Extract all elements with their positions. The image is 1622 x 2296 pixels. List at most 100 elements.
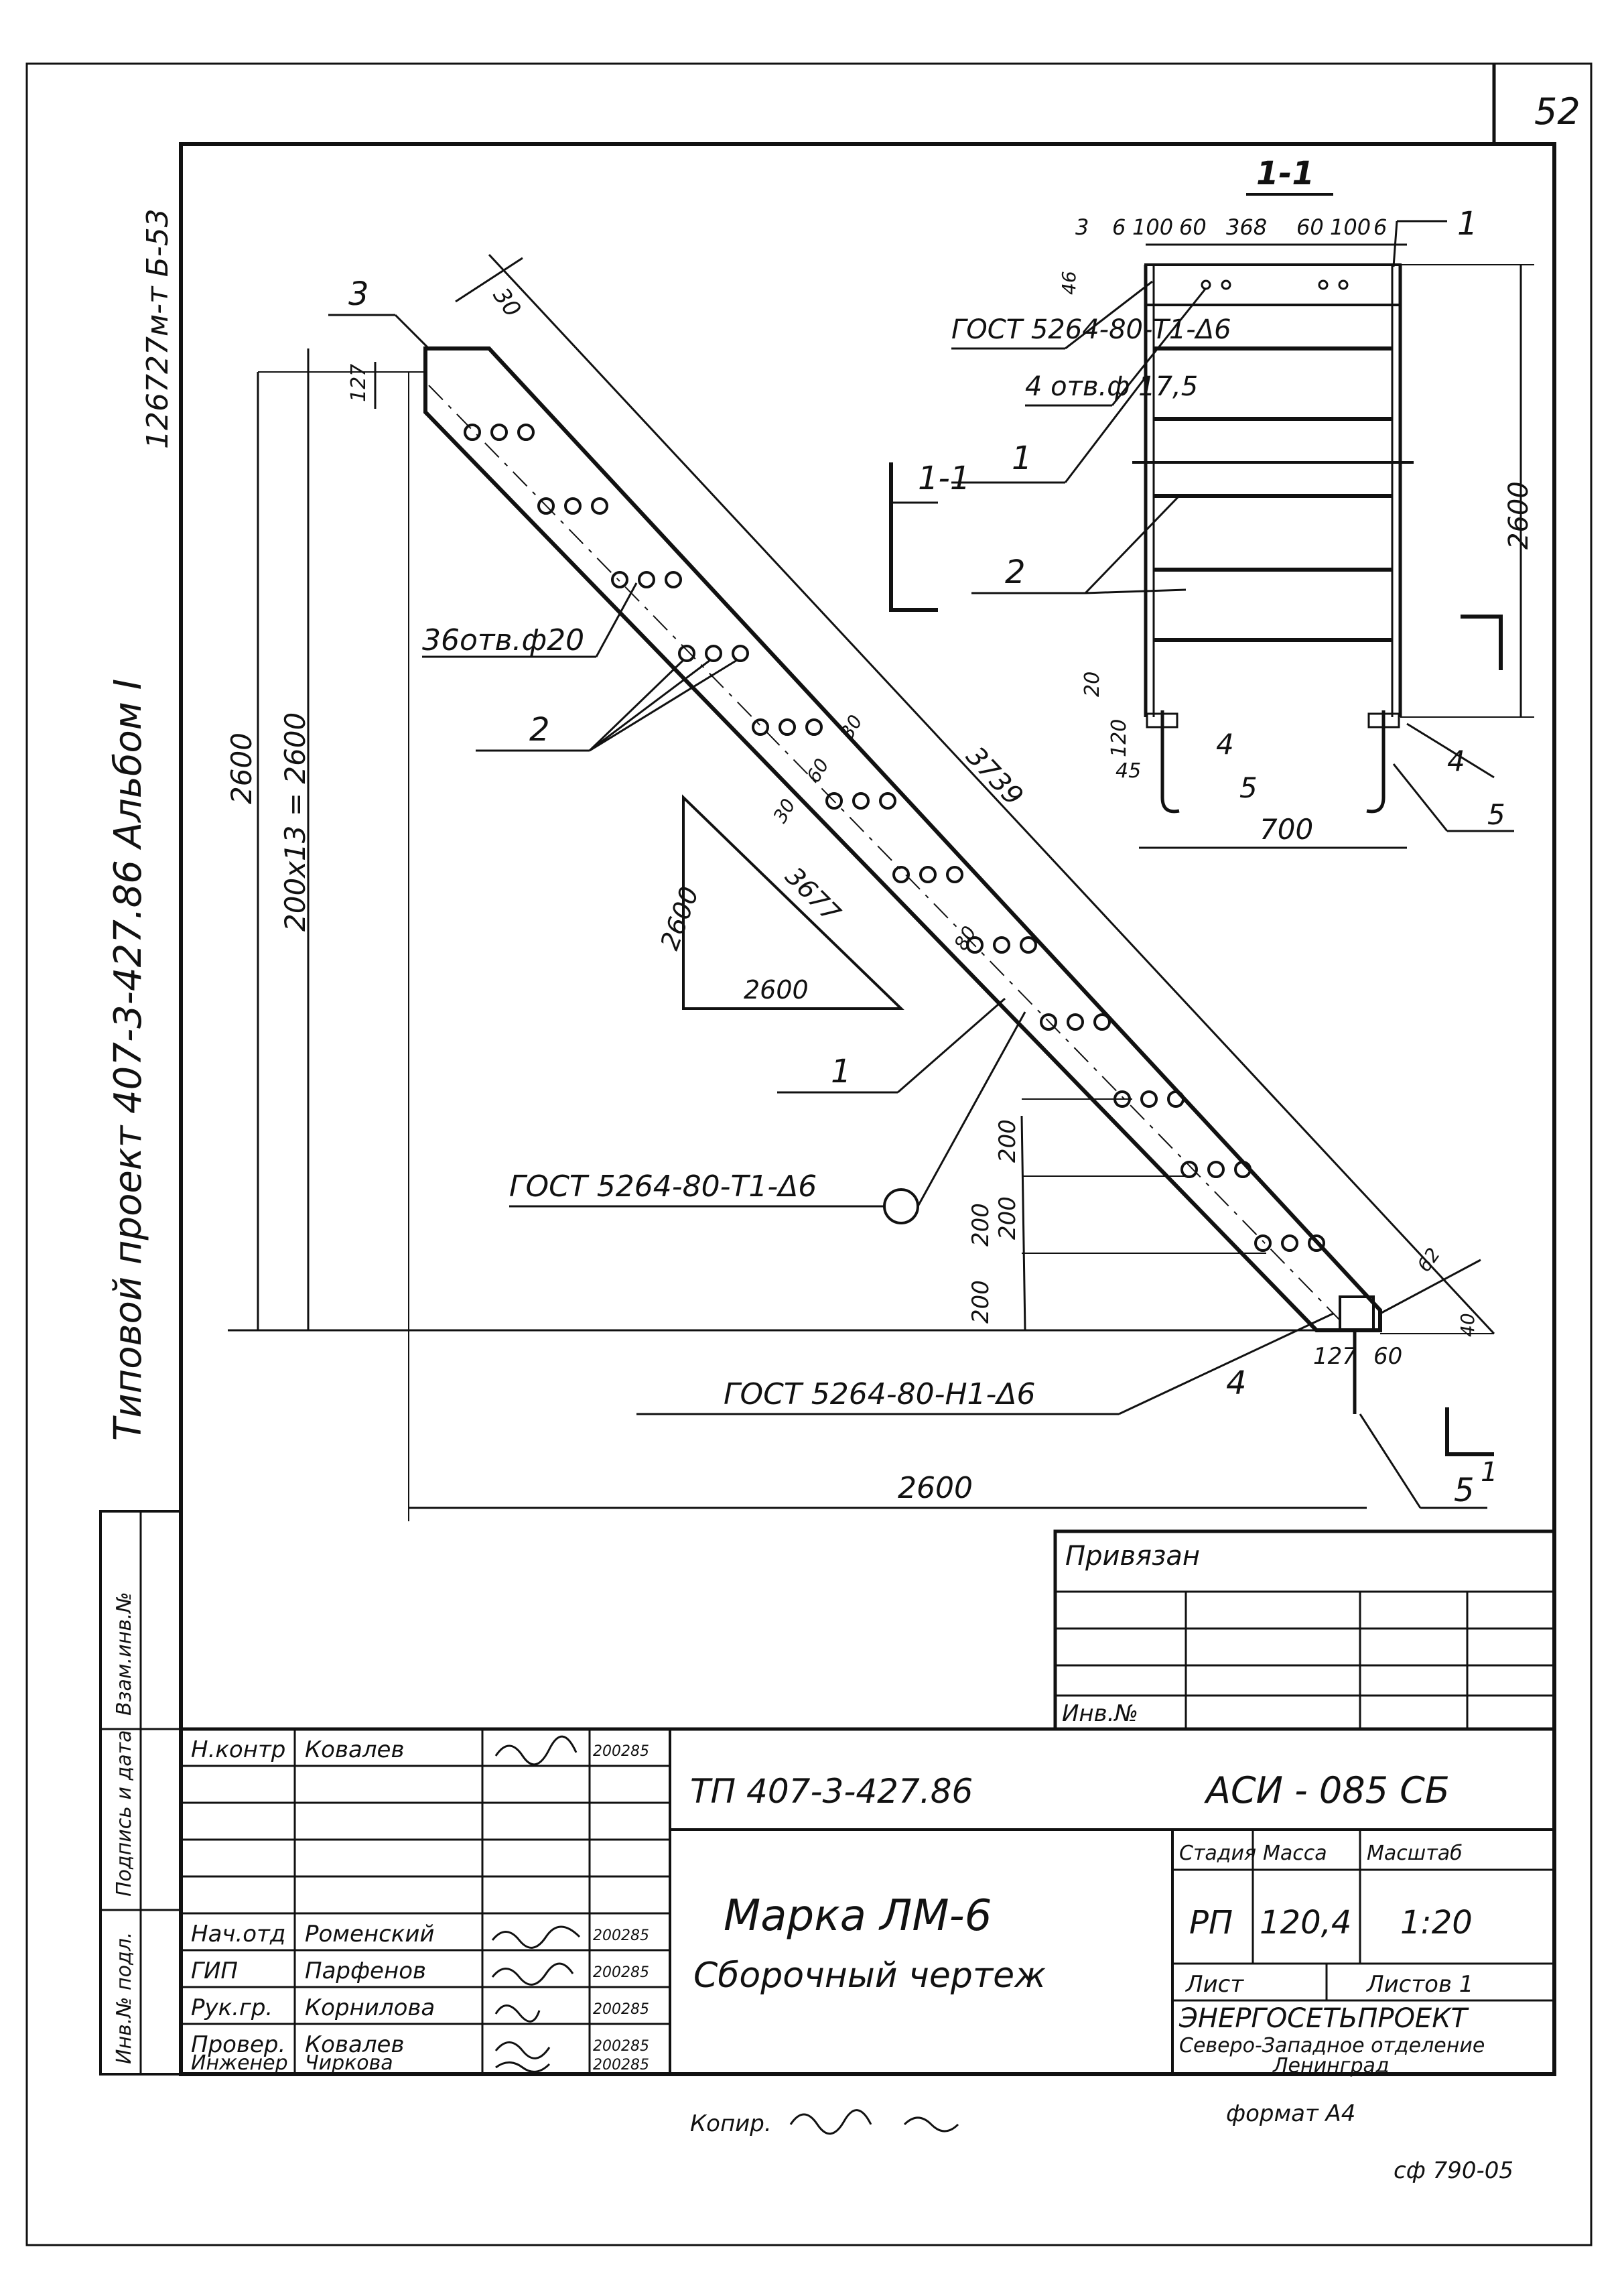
diag-dim-line <box>488 253 1495 1335</box>
section-callout-2: 2 <box>1005 554 1026 591</box>
hole <box>1180 1161 1198 1178</box>
main-view: 3739 3 30 127 2600 200х13 = 2600 <box>225 253 1497 1521</box>
inv-no-label: Инв.№ <box>1062 1700 1138 1727</box>
triangle-vertical: 2600 <box>655 883 704 954</box>
dim-62: 62 <box>1413 1244 1444 1276</box>
hole <box>825 792 843 810</box>
anchor-left <box>1160 710 1180 814</box>
top-plate <box>1144 263 1402 306</box>
triangle-hyp: 3677 <box>780 861 847 928</box>
leader <box>1392 220 1398 267</box>
date-prover: 200285 <box>593 2038 649 2055</box>
hole <box>611 571 628 588</box>
hole <box>732 645 749 662</box>
dim-46: 46 <box>1058 271 1080 295</box>
callout-2: 2 <box>529 711 550 749</box>
date-engineer: 200285 <box>593 2057 649 2074</box>
section-callout-1: 1 <box>1012 440 1032 477</box>
leader <box>1084 495 1180 594</box>
top-dim-6b: 6 <box>1373 214 1387 240</box>
leader <box>394 314 430 350</box>
role-nach: Нач.отд <box>191 1921 285 1948</box>
dim-line <box>455 257 523 303</box>
hole <box>993 936 1010 954</box>
hole <box>966 936 984 954</box>
doc-code: ТП 407-3-427.86 <box>690 1772 973 1811</box>
anchor-right <box>1366 710 1386 814</box>
hole <box>591 497 608 515</box>
hole <box>892 866 910 883</box>
hole <box>665 571 682 588</box>
hole <box>1167 1090 1185 1108</box>
date-rukgr: 200285 <box>593 2001 649 2018</box>
footer-code: сф 790-05 <box>1394 2157 1513 2184</box>
hole <box>1207 1161 1225 1178</box>
title-block: Привязан Инв.№ Взам.инв.№ Подпись и дата… <box>99 1510 1556 2078</box>
top-dim-368: 368 <box>1226 214 1267 240</box>
foot-plate-left <box>1146 712 1178 728</box>
leader <box>897 997 1006 1094</box>
step-200c: 200 <box>967 1203 994 1247</box>
dim-20: 20 <box>1081 672 1104 697</box>
side-col-replace: Взам.инв.№ <box>113 1592 136 1716</box>
name-nach: Роменский <box>305 1921 435 1948</box>
side-project-title: Типовой проект 407-3-427.86 Альбом I <box>107 679 150 1441</box>
signature-gip <box>491 1962 574 1986</box>
scale-value: 1:20 <box>1400 1904 1473 1941</box>
dim-60: 60 <box>802 755 833 786</box>
dim-60b: 60 <box>1373 1343 1402 1370</box>
top-dim-100: 100 <box>1132 214 1173 240</box>
footer: Копир. формат А4 сф 790-05 <box>690 2100 1513 2184</box>
leader <box>589 659 738 752</box>
role-rukgr: Рук.гр. <box>191 1994 273 2021</box>
dim-30b: 30 <box>835 711 866 743</box>
hole <box>1067 1013 1084 1031</box>
step-200a: 200 <box>994 1119 1021 1163</box>
hole <box>705 645 722 662</box>
leader <box>917 1011 1026 1207</box>
org-name: ЭНЕРГОСЕТЬПРОЕКТ <box>1178 2003 1470 2034</box>
dim-80: 80 <box>949 922 980 954</box>
copier-signature <box>789 2109 959 2135</box>
hole <box>852 792 870 810</box>
hole <box>464 424 481 441</box>
triangle-base: 2600 <box>744 975 809 1005</box>
col-stage: Стадия <box>1179 1842 1256 1865</box>
dim-127: 127 <box>347 364 370 402</box>
date-gip: 200285 <box>593 1964 649 1981</box>
signature-nkontr <box>494 1735 578 1766</box>
leader <box>1111 288 1207 406</box>
leader <box>588 659 685 752</box>
hole <box>779 718 796 736</box>
title-assembly: Сборочный чертеж <box>693 1956 1046 1996</box>
section-callout-1b: 1 <box>1457 205 1478 243</box>
org-branch: Северо-Западное отделение <box>1179 2034 1485 2057</box>
hole <box>1254 1234 1272 1252</box>
hole <box>1140 1090 1158 1108</box>
hole <box>564 497 582 515</box>
name-rukgr: Корнилова <box>305 1994 435 2021</box>
cut-label-bottom: 1 <box>1481 1457 1497 1488</box>
copied-label: Копир. <box>690 2110 772 2137</box>
role-prover: Провер. <box>191 2031 285 2058</box>
hole <box>1281 1234 1298 1252</box>
step-200b: 200 <box>994 1196 1021 1240</box>
slope-triangle <box>682 794 904 1010</box>
section-height: 2600 <box>1503 481 1534 550</box>
outer-frame <box>25 62 1593 2246</box>
role-nkontr: Н.контр <box>191 1736 285 1763</box>
leader <box>1406 722 1495 779</box>
top-dim-6: 6 <box>1112 214 1126 240</box>
section-label: 1-1 <box>1256 155 1314 192</box>
weld-note-2: ГОСТ 5264-80-Н1-Δ6 <box>724 1377 1036 1411</box>
foot-plate-right <box>1367 712 1400 728</box>
callout-3: 3 <box>348 275 369 313</box>
top-dim-3: 3 <box>1075 214 1089 240</box>
date-nach: 200285 <box>593 1927 649 1944</box>
width-total: 2600 <box>898 1471 973 1505</box>
hole <box>1020 936 1037 954</box>
signature-engineer <box>495 2061 551 2073</box>
bolt-hole <box>1221 279 1231 290</box>
weld-note-1: ГОСТ 5264-80-Т1-Δ6 <box>509 1169 817 1204</box>
